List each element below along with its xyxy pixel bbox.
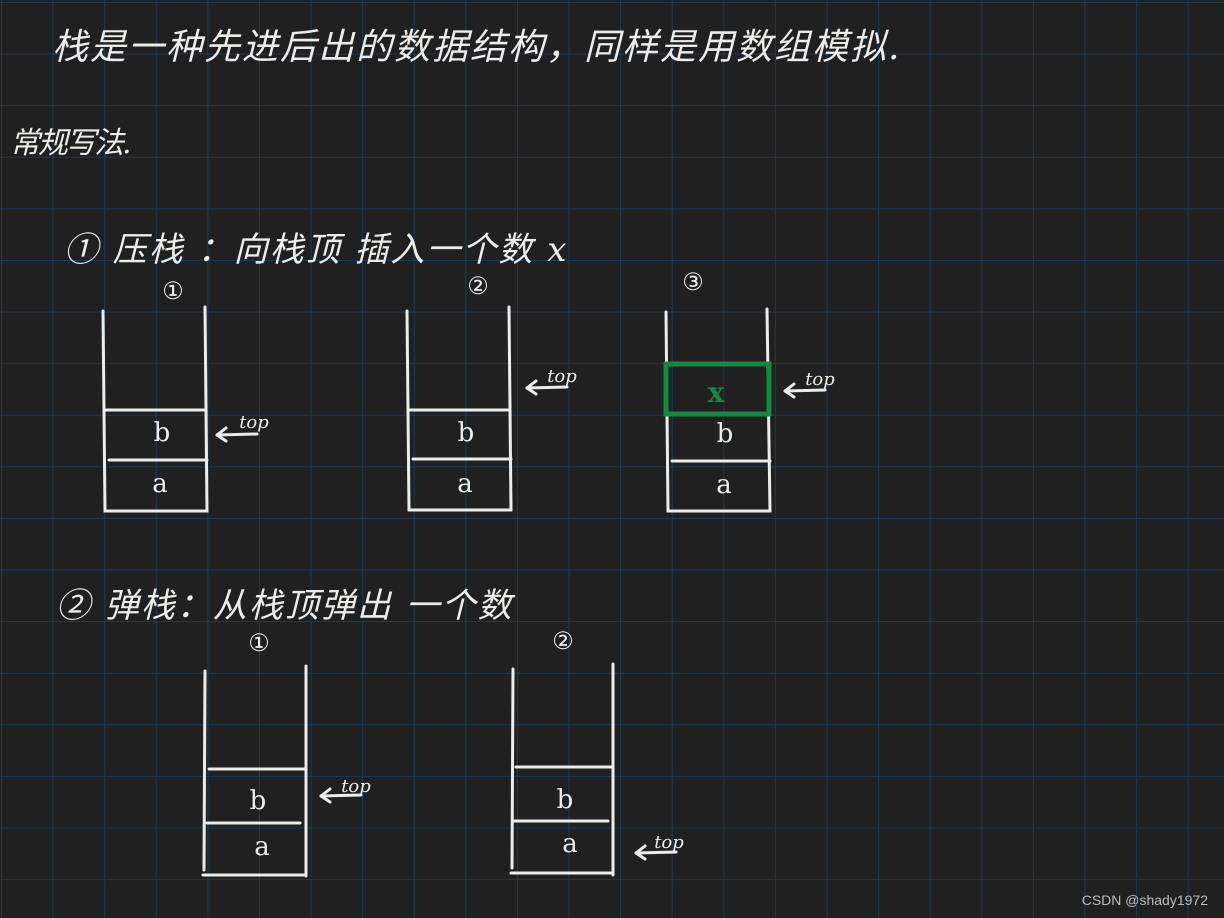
page-title: 栈是一种先进后出的数据结构，同样是用数组模拟. [52, 27, 902, 68]
pop-stack-1: ① b a top [201, 629, 371, 878]
cell-a: a [457, 469, 473, 499]
cell-b: b [717, 419, 734, 449]
watermark: CSDN @shady1972 [1081, 892, 1208, 908]
cell-b: b [557, 785, 574, 815]
stack-outline-left [510, 667, 515, 870]
cell-a: a [152, 469, 168, 499]
push-stack-2: ② b a top [405, 272, 577, 512]
cell-a: a [254, 832, 270, 862]
push-stack-1: ① b a top [101, 277, 269, 513]
step-label: ② [467, 272, 489, 300]
top-pointer-label: top [654, 832, 684, 853]
top-pointer-label: top [547, 366, 577, 387]
cell-b: b [154, 418, 171, 448]
step-label: ③ [682, 268, 704, 296]
stack-outline-left [202, 669, 207, 872]
top-pointer-label: top [341, 776, 371, 797]
step-label: ② [552, 627, 574, 655]
cell-a: a [716, 470, 732, 500]
highlighted-cell [663, 361, 772, 417]
pop-stack-2: ② b a top [509, 627, 684, 877]
section-pop-heading: ② 弹栈：从栈顶弹出 一个数 [56, 586, 514, 626]
subtitle: 常规写法. [10, 126, 132, 161]
step-label: ① [162, 277, 184, 305]
cell-b: b [250, 786, 267, 816]
top-pointer-label: top [239, 412, 269, 433]
cell-b: b [458, 418, 475, 448]
top-pointer-label: top [805, 369, 835, 390]
cell-a: a [562, 829, 578, 859]
section-push-heading: ① 压栈 ：向栈顶 插入一个数 x [64, 230, 569, 270]
step-label: ① [248, 629, 270, 657]
push-stack-3: ③ x b a top [663, 268, 835, 513]
cell-x: x [708, 376, 725, 409]
